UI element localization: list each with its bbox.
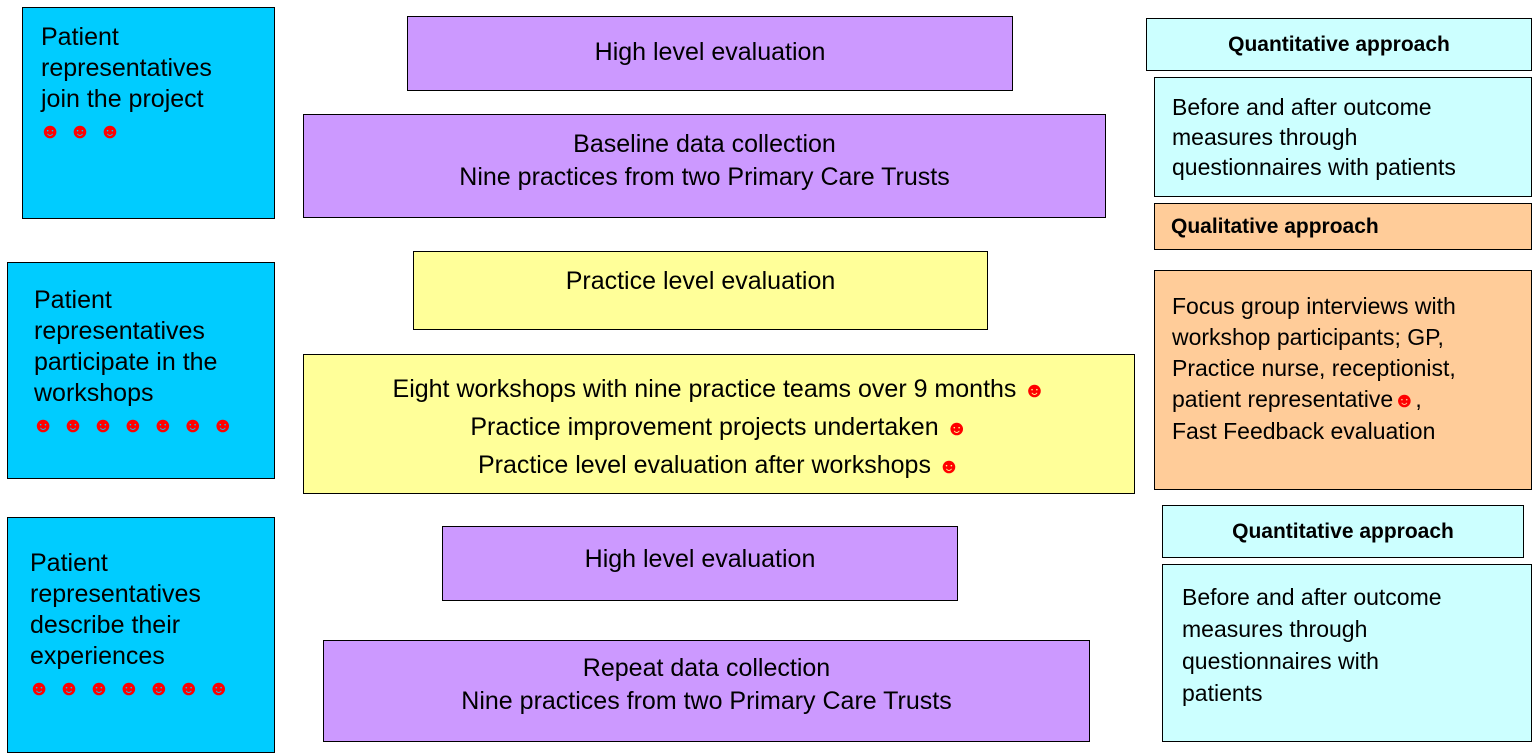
- practice-level-evaluation-box: Practice level evaluation: [413, 251, 988, 330]
- patient-describe-line: experiences: [30, 642, 165, 670]
- high-level-evaluation-label: High level evaluation: [594, 38, 826, 66]
- patient-participate-line: Patient: [34, 286, 112, 314]
- smiley-face-icon: ☻: [1393, 389, 1416, 412]
- qualitative-body-line-text: patient representative: [1172, 386, 1394, 412]
- qualitative-approach-title-box: Qualitative approach: [1154, 203, 1532, 250]
- smiley-face-icon: ☻: [945, 417, 968, 440]
- patient-describe-line: Patient: [30, 549, 108, 577]
- patient-participate-line: representatives: [34, 317, 205, 345]
- qualitative-approach-title: Qualitative approach: [1171, 214, 1379, 238]
- patient-participate-text: Patient representatives participate in t…: [32, 285, 268, 439]
- workshops-line: Eight workshops with nine practice teams…: [304, 371, 1134, 409]
- baseline-data-line: Baseline data collection: [573, 130, 836, 158]
- workshops-line: Practice improvement projects undertaken…: [304, 409, 1134, 447]
- smiley-face-icon: ☻: [1023, 379, 1046, 402]
- baseline-data-text: Baseline data collection Nine practices …: [304, 128, 1105, 194]
- patient-join-line: Patient: [41, 23, 119, 51]
- qualitative-approach-body: Focus group interviews with workshop par…: [1172, 291, 1525, 447]
- quantitative-approach-body-box: Before and after outcome measures throug…: [1154, 77, 1532, 197]
- patient-describe-line: describe their: [30, 611, 181, 639]
- quantitative-body-line: Before and after outcome: [1172, 94, 1432, 120]
- repeat-data-line: Repeat data collection: [582, 654, 831, 682]
- repeat-data-text: Repeat data collection Nine practices fr…: [324, 652, 1089, 718]
- quantitative-approach-body-2: Before and after outcome measures throug…: [1182, 581, 1525, 709]
- patient-join-text: Patient representatives join the project…: [39, 22, 268, 145]
- smiley-face-icon: ☻: [937, 455, 961, 478]
- repeat-data-box: Repeat data collection Nine practices fr…: [323, 640, 1090, 742]
- quantitative-body-line: questionnaires with: [1182, 648, 1379, 674]
- qualitative-body-line: workshop participants; GP,: [1172, 324, 1444, 350]
- patient-describe-text: Patient representatives describe their e…: [28, 548, 268, 702]
- high-level-evaluation-box: High level evaluation: [407, 16, 1013, 91]
- quantitative-approach-body-box-2: Before and after outcome measures throug…: [1162, 564, 1532, 742]
- quantitative-body-line: questionnaires with patients: [1172, 154, 1456, 180]
- repeat-data-line: Nine practices from two Primary Care Tru…: [461, 687, 952, 715]
- qualitative-body-line: Practice nurse, receptionist,: [1172, 355, 1456, 381]
- baseline-data-box: Baseline data collection Nine practices …: [303, 114, 1106, 218]
- patient-describe-box: Patient representatives describe their e…: [7, 517, 275, 753]
- smiley-face-icon: ☻ ☻ ☻ ☻ ☻ ☻ ☻: [32, 414, 235, 437]
- patient-describe-line: representatives: [30, 580, 201, 608]
- qualitative-body-comma: ,: [1415, 386, 1422, 412]
- smiley-face-icon: ☻ ☻ ☻: [39, 120, 122, 143]
- qualitative-body-line: patient representative☻,: [1172, 384, 1525, 416]
- qualitative-body-line: Fast Feedback evaluation: [1172, 418, 1436, 444]
- practice-level-evaluation-label: Practice level evaluation: [565, 267, 836, 295]
- quantitative-approach-title-box: Quantitative approach: [1146, 18, 1532, 71]
- quantitative-body-line: measures through: [1182, 616, 1368, 642]
- high-level-evaluation-label-2: High level evaluation: [584, 545, 816, 573]
- quantitative-approach-title-box-2: Quantitative approach: [1162, 505, 1524, 558]
- quantitative-body-line: measures through: [1172, 124, 1358, 150]
- quantitative-approach-title: Quantitative approach: [1228, 32, 1450, 56]
- workshops-line-text: Eight workshops with nine practice teams…: [392, 375, 1017, 403]
- workshops-box: Eight workshops with nine practice teams…: [303, 354, 1135, 494]
- patient-participate-line: participate in the: [34, 348, 218, 376]
- quantitative-approach-title-2: Quantitative approach: [1232, 519, 1454, 543]
- patient-participate-line: workshops: [34, 379, 154, 407]
- workshops-line-text: Practice improvement projects undertaken: [470, 413, 939, 441]
- quantitative-body-line: patients: [1182, 680, 1263, 706]
- patient-participate-box: Patient representatives participate in t…: [7, 262, 275, 479]
- patient-join-line: representatives: [41, 54, 212, 82]
- workshops-line-text: Practice level evaluation after workshop…: [477, 451, 931, 479]
- high-level-evaluation-box-2: High level evaluation: [442, 526, 958, 601]
- workshops-line: Practice level evaluation after workshop…: [304, 447, 1134, 485]
- workshops-text: Eight workshops with nine practice teams…: [304, 371, 1134, 485]
- quantitative-body-line: Before and after outcome: [1182, 584, 1442, 610]
- patient-join-box: Patient representatives join the project…: [22, 7, 275, 219]
- baseline-data-line: Nine practices from two Primary Care Tru…: [459, 163, 950, 191]
- quantitative-approach-body: Before and after outcome measures throug…: [1172, 92, 1525, 182]
- patient-join-line: join the project: [41, 85, 204, 113]
- smiley-face-icon: ☻ ☻ ☻ ☻ ☻ ☻ ☻: [28, 677, 231, 700]
- qualitative-approach-body-box: Focus group interviews with workshop par…: [1154, 270, 1532, 490]
- qualitative-body-line: Focus group interviews with: [1172, 293, 1456, 319]
